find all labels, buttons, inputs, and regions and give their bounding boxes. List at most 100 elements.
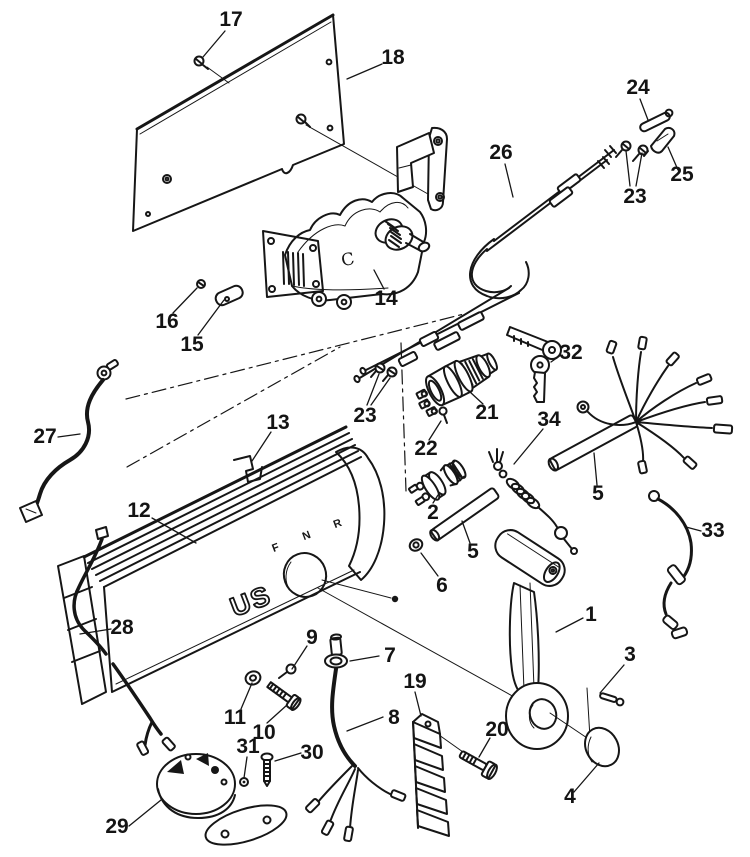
- leader-line-ground-wire: [79, 628, 112, 635]
- screw-17: [193, 55, 209, 70]
- control-housing: US F N R: [57, 425, 386, 705]
- callout-28-ground-wire: 28: [110, 616, 134, 639]
- nut-6: [408, 538, 424, 552]
- leader-line-bolt: [266, 704, 288, 724]
- callout-20-terminal-screw: 20: [485, 718, 508, 741]
- callout-22-switch-screw: 22: [414, 437, 437, 460]
- callout-5-sleeve-tube: 5: [467, 540, 479, 563]
- callout-21-ignition-switch: 21: [475, 401, 499, 424]
- leader-line-switch-nuts: [370, 377, 391, 406]
- sleeve-tube-5: [429, 487, 500, 542]
- callout-2-neutral-switch: 2: [427, 501, 439, 524]
- link-wire-33: [648, 490, 693, 640]
- ignition-switch: [415, 352, 498, 417]
- leader-line-harness-sleeve: [593, 452, 598, 486]
- leader-line-lead-wire: [57, 433, 81, 438]
- callout-8-wiring-cable: 8: [388, 706, 400, 729]
- leader-line-faceplate: [346, 63, 383, 80]
- bracket-screw-30: [260, 752, 274, 787]
- clip-13: [233, 455, 263, 483]
- callout-17-plate-screw: 17: [219, 8, 242, 31]
- faceplate: [132, 13, 345, 232]
- wiring-cable-8: [305, 667, 407, 843]
- leader-line-plate-screw: [202, 30, 226, 58]
- leader-line-clamp-clip: [251, 431, 272, 462]
- leader-line-switch-nuts: [366, 373, 380, 406]
- callout-4-handle-knob: 4: [564, 785, 576, 808]
- terminal-block-19: [412, 713, 464, 837]
- screw-16: [196, 279, 206, 289]
- terminal-screw-20: [458, 750, 498, 780]
- callout-25-cable-cap: 25: [670, 163, 694, 186]
- leader-line-ignition-switch: [469, 391, 484, 405]
- callout-5-harness-sleeve: 5: [592, 482, 604, 505]
- leader-line-rivet: [243, 756, 248, 779]
- shift-letter-f: F: [270, 541, 281, 555]
- wire-harness-5: [547, 335, 734, 475]
- callout-23-cable-screws: 23: [623, 185, 646, 208]
- leader-line-switch-screw: [428, 420, 442, 441]
- callout-18-faceplate: 18: [381, 46, 405, 69]
- callout-27-lead-wire: 27: [33, 425, 56, 448]
- callout-30-bracket-screw: 30: [300, 741, 323, 764]
- leader-line-nut: [420, 552, 439, 577]
- lanyard-34: [488, 448, 578, 555]
- retainer-15: [214, 284, 244, 307]
- ground-wire-28: [72, 526, 176, 756]
- leader-line-housing: [151, 517, 197, 544]
- gear-case-marking: C: [340, 249, 357, 271]
- alignment-lines: [125, 66, 535, 709]
- leader-line-cable-cap: [667, 146, 679, 171]
- neutral-switch-2: [408, 459, 467, 506]
- callout-14-control-mechanism: 14: [374, 287, 398, 310]
- callout-34-lanyard-clip: 34: [537, 408, 561, 431]
- callout-10-bolt: 10: [252, 721, 275, 744]
- leader-line-keys: [550, 354, 562, 363]
- handle-pin-3: [599, 692, 625, 707]
- rivet-31: [239, 777, 249, 787]
- callout-26-control-cables: 26: [489, 141, 512, 164]
- callout-23-switch-nuts: 23: [353, 404, 376, 427]
- leader-line-terminal-block: [414, 691, 422, 717]
- callout-19-terminal-block: 19: [403, 670, 426, 693]
- callout-3-handle-pin: 3: [624, 643, 636, 666]
- leader-line-handle-knob: [573, 762, 600, 793]
- cable-screws-23: [615, 140, 649, 162]
- shift-letter-r: R: [332, 517, 344, 531]
- leader-line-control-cables: [504, 163, 514, 198]
- leader-line-wiring-cable: [346, 716, 384, 732]
- callout-6-nut: 6: [436, 574, 448, 597]
- leader-line-cable-guide: [639, 98, 649, 121]
- leader-line-control-mechanism: [373, 269, 385, 290]
- switch-nuts-23: [370, 362, 398, 382]
- control-cables: [353, 145, 617, 384]
- shift-mechanism: C: [262, 126, 448, 310]
- callout-16-screw: 16: [155, 310, 178, 333]
- grommet-7: [324, 633, 348, 669]
- leader-line-warning-horn: [128, 799, 162, 827]
- faceplate-screw: [295, 113, 311, 128]
- lead-wire-27: [19, 359, 119, 523]
- callout-9-housing-screw: 9: [306, 626, 318, 649]
- callout-31-rivet: 31: [236, 735, 260, 758]
- warning-horn-29: [156, 753, 288, 846]
- shift-letter-n: N: [301, 529, 313, 543]
- washer-11: [244, 670, 262, 686]
- control-handle-1: [494, 529, 597, 750]
- leader-line-washer: [240, 682, 253, 710]
- leader-line-control-handle: [555, 617, 584, 633]
- leader-line-handle-pin: [599, 664, 625, 694]
- cable-guide-24: [639, 108, 674, 133]
- handle-knob-4: [584, 726, 620, 768]
- callout-32-keys: 32: [559, 341, 582, 364]
- leader-line-screw: [172, 287, 198, 314]
- callout-15-retainer-plate: 15: [180, 333, 204, 356]
- callout-13-clamp-clip: 13: [266, 411, 289, 434]
- leader-line-link-wire: [685, 526, 702, 532]
- leader-line-neutral-switch: [432, 494, 439, 504]
- bolt-10: [266, 681, 302, 711]
- leader-line-housing-screw: [291, 645, 308, 670]
- callout-33-link-wire: 33: [701, 519, 724, 542]
